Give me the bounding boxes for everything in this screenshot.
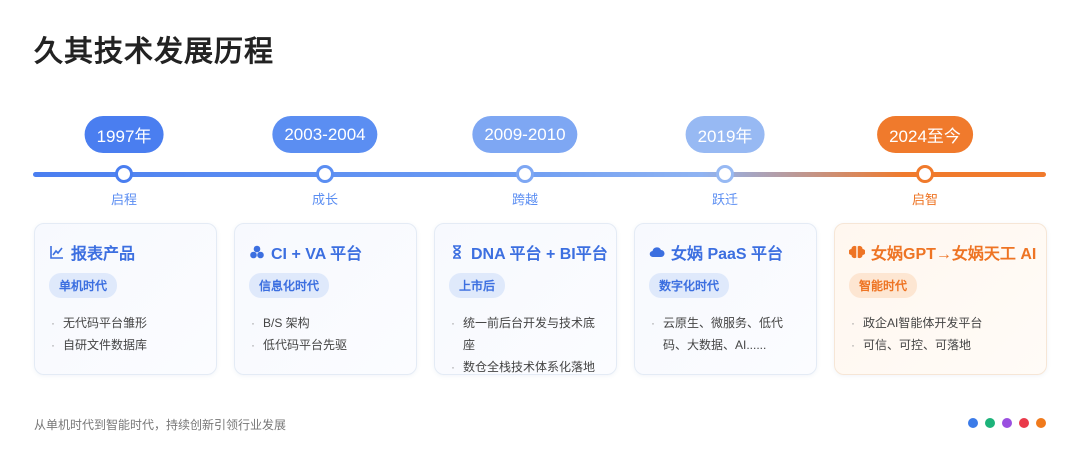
milestone-card: 女娲GPT→女娲天工 AI 智能时代 政企AI智能体开发平台可信、可控、可落地	[834, 223, 1047, 375]
brain-icon	[849, 244, 865, 260]
card-item: 政企AI智能体开发平台	[849, 312, 1032, 334]
era-tag: 数字化时代	[649, 273, 730, 298]
card-list: B/S 架构低代码平台先驱	[249, 312, 402, 356]
stage-label: 启智	[911, 192, 939, 207]
era-tag: 智能时代	[849, 273, 918, 298]
color-dot	[1002, 418, 1012, 428]
timeline-node	[716, 165, 734, 183]
card-item: 数仓全栈技术体系化落地	[449, 356, 602, 378]
year-pill: 2009-2010	[472, 116, 578, 153]
card-list: 政企AI智能体开发平台可信、可控、可落地	[849, 312, 1032, 356]
milestone-card: DNA 平台 + BI平台 上市后 统一前后台开发与技术底座数仓全栈技术体系化落…	[434, 223, 617, 378]
milestone-card: 报表产品 单机时代 无代码平台雏形自研文件数据库	[34, 223, 217, 375]
milestone-card: 女娲 PaaS 平台 数字化时代 云原生、微服务、低代码、大数据、AI.....…	[634, 223, 817, 375]
year-pill: 2003-2004	[272, 116, 378, 153]
card-title: CI + VA 平台	[271, 246, 363, 263]
year-pill: 2019年	[685, 116, 765, 153]
card-title: 女娲GPT→女娲天工 AI	[871, 246, 1037, 263]
era-tag: 信息化时代	[249, 273, 330, 298]
era-tag: 上市后	[449, 273, 506, 298]
color-dot	[968, 418, 978, 428]
card-item: 统一前后台开发与技术底座	[449, 312, 602, 356]
cubes-icon	[249, 244, 265, 260]
card-item: B/S 架构	[249, 312, 402, 334]
page-title: 久其技术发展历程	[34, 36, 275, 68]
year-pill: 2024至今	[877, 116, 973, 153]
footer-text: 从单机时代到智能时代，持续创新引领行业发展	[34, 418, 287, 432]
card-item: 低代码平台先驱	[249, 334, 402, 356]
hourglass-icon	[449, 244, 465, 260]
card-title: 报表产品	[71, 246, 136, 263]
card-title: DNA 平台 + BI平台	[471, 246, 608, 263]
color-dot	[1036, 418, 1046, 428]
card-item: 云原生、微服务、低代码、大数据、AI......	[649, 312, 802, 356]
era-tag: 单机时代	[49, 273, 118, 298]
card-item: 自研文件数据库	[49, 334, 202, 356]
timeline-node	[115, 165, 133, 183]
stage-label: 跃迁	[711, 192, 739, 207]
card-item: 可信、可控、可落地	[849, 334, 1032, 356]
timeline-node	[916, 165, 934, 183]
timeline-line	[33, 172, 1046, 177]
milestone-card: CI + VA 平台 信息化时代 B/S 架构低代码平台先驱	[234, 223, 417, 375]
card-item: 无代码平台雏形	[49, 312, 202, 334]
card-list: 无代码平台雏形自研文件数据库	[49, 312, 202, 356]
card-title: 女娲 PaaS 平台	[671, 246, 784, 263]
timeline-node	[516, 165, 534, 183]
year-pill: 1997年	[84, 116, 164, 153]
card-list: 统一前后台开发与技术底座数仓全栈技术体系化落地	[449, 312, 602, 378]
line-chart-icon	[49, 244, 65, 260]
color-dot	[985, 418, 995, 428]
stage-label: 启程	[110, 192, 138, 207]
stage-label: 成长	[311, 192, 339, 207]
card-list: 云原生、微服务、低代码、大数据、AI......	[649, 312, 802, 356]
cloud-icon	[649, 244, 665, 260]
color-dot	[1019, 418, 1029, 428]
timeline-node	[316, 165, 334, 183]
stage-label: 跨越	[511, 192, 539, 207]
